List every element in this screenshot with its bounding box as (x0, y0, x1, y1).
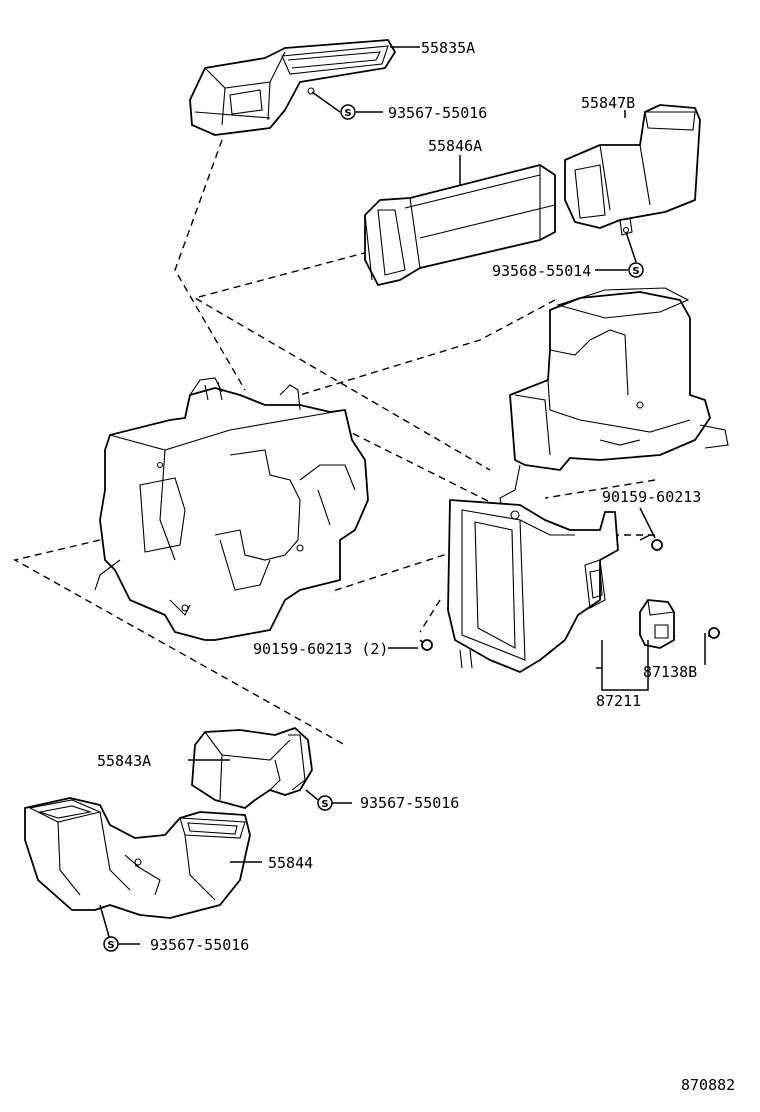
part-label-87138b: 87138B (643, 663, 697, 681)
s-marker-text: S (321, 799, 328, 810)
s-marker-icon: S (628, 262, 644, 278)
part-label-55843a: 55843A (97, 752, 151, 770)
screw-icon (419, 639, 433, 651)
duct-55846a (364, 164, 556, 286)
s-marker-icon: S (103, 936, 119, 952)
diagram-id: 870882 (681, 1076, 735, 1094)
part-label-55846a: 55846A (428, 137, 482, 155)
part-label-93567-55016-mid: 93567-55016 (360, 794, 459, 812)
duct-55835a (189, 39, 396, 136)
part-label-55844: 55844 (268, 854, 313, 872)
s-marker-text: S (632, 266, 639, 277)
part-label-93567-55016-bottom: 93567-55016 (150, 936, 249, 954)
screws (419, 534, 721, 651)
resistor-87138b (639, 599, 675, 649)
s-marker-text: S (107, 940, 114, 951)
blower-housing-upper (499, 287, 729, 509)
part-labels: 55835A 93567-55016 55847B 55846A 93568-5… (97, 39, 735, 1094)
part-label-90159-60213: 90159-60213 (602, 488, 701, 506)
part-label-55835a: 55835A (421, 39, 475, 57)
s-marker-text: S (344, 108, 351, 119)
blower-case-87211 (447, 499, 619, 673)
duct-55847b (564, 104, 701, 236)
part-label-93567-55016-top: 93567-55016 (388, 104, 487, 122)
duct-55844 (24, 797, 251, 919)
s-marker-icon: S (340, 104, 356, 120)
screw-icon (639, 534, 663, 551)
part-label-55847b: 55847B (581, 94, 635, 112)
leader-lines (99, 46, 706, 945)
s-marker-icon: S (317, 795, 333, 811)
part-label-87211: 87211 (596, 692, 641, 710)
heater-unit-main (94, 377, 369, 641)
part-label-90159-60213-x2: 90159-60213 (2) (253, 640, 388, 658)
duct-55843a (191, 727, 313, 809)
part-label-93568-55014: 93568-55014 (492, 262, 591, 280)
screw-icon (707, 627, 721, 639)
